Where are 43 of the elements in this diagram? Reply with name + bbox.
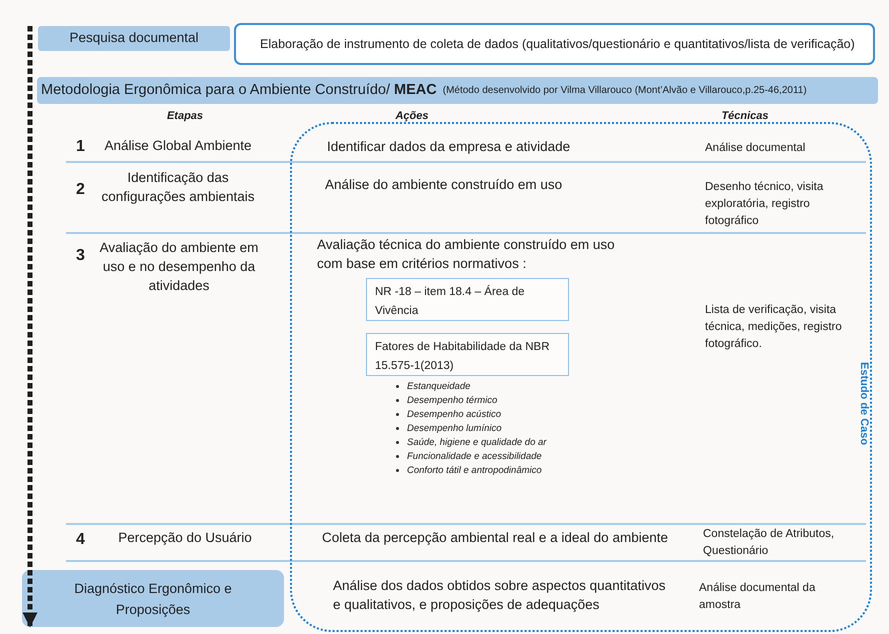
column-header: Etapas <box>166 109 204 124</box>
cell-text: Constelação de Atributos, Questionário <box>703 527 836 559</box>
step-band <box>22 570 284 627</box>
step-number: 1 <box>76 137 86 157</box>
cell-text: Avaliação do ambiente em uso e no desempenho da atividades <box>98 239 260 295</box>
dotted-region <box>290 122 872 632</box>
cell-text: Análise do ambiente construído em uso <box>325 176 564 194</box>
criterion-item: Desempenho lumínico <box>407 422 503 435</box>
criterion-item: Funcionalidade e acessibilidade <box>407 450 543 463</box>
cell-text: Identificação das configurações ambientais <box>100 169 256 206</box>
cell-text: Percepção do Usuário <box>117 529 253 547</box>
criterion-item: Desempenho acústico <box>407 408 502 421</box>
cell-text: Análise dos dados obtidos sobre aspectos quantitativos e qualitativos, e proposições de adequações <box>333 577 666 614</box>
node-text: Fatores de Habitabilidade da NBR 15.575-1(2013) <box>375 341 550 372</box>
header-band <box>37 77 878 104</box>
criteria-box <box>366 333 569 376</box>
column-header: Ações <box>394 109 430 124</box>
criterion-item: Estanqueidade <box>407 380 472 393</box>
node-text: Elaboração de instrumento de coleta de dados (qualitativos/questionário e quantitativos/lista de verificação) <box>260 36 855 53</box>
node-text: Pesquisa documental <box>69 29 199 48</box>
node-text: NR -18 – item 18.4 – Área de Vivência <box>375 286 525 317</box>
cell-text: Análise documental da amostra <box>699 581 816 613</box>
step-number: 2 <box>76 180 86 200</box>
process-box <box>234 23 875 65</box>
step-number: 4 <box>76 530 86 550</box>
step-band <box>38 26 230 51</box>
node-text: Diagnóstico Ergonômico e Proposições <box>73 580 233 619</box>
criterion-item: Saúde, higiene e qualidade do ar <box>407 436 548 449</box>
citation-text: (Método desenvolvido por Vilma Villarouco (Mont’Alvão e Villarouco,p.25-46,2011) <box>442 84 807 98</box>
cell-text: Identificar dados da empresa e atividade <box>327 138 572 156</box>
criteria-box <box>366 278 569 321</box>
cell-text: Coleta da percepção ambiental real e a ideal do ambiente <box>322 529 669 547</box>
column-header: Técnicas <box>720 109 770 124</box>
cell-text: Análise Global Ambiente <box>103 137 253 155</box>
cell-text: Desenho técnico, visita exploratória, registro fotográfico <box>705 180 824 229</box>
cell-text: Lista de verificação, visita técnica, medições, registro fotográfico. <box>705 303 843 352</box>
node-text: Metodologia Ergonômica para o Ambiente Construído/ MEAC <box>41 80 437 100</box>
criterion-item: Conforto tátil e antropodinâmico <box>407 464 543 477</box>
cell-text: Avaliação técnica do ambiente construído em uso com base em critérios normativos : <box>317 236 616 273</box>
step-number: 3 <box>76 246 86 266</box>
criterion-item: Desempenho térmico <box>407 394 498 407</box>
cell-text: Análise documental <box>705 141 806 156</box>
direction-arrow <box>22 26 38 628</box>
